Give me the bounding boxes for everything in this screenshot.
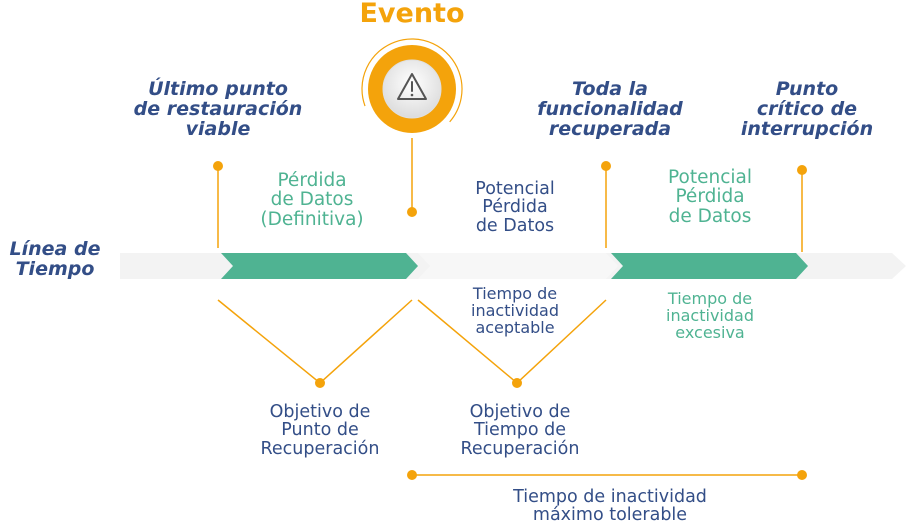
rto-dot [512,378,522,388]
timeline-segment-light-1 [418,253,618,279]
mtd-dot-start [407,470,417,480]
marker-label-critical-point: Punto crítico de interrupción [740,78,874,140]
rpo-label: Objetivo de Punto de Recuperación [260,402,380,459]
rpo-dot [315,378,325,388]
marker-dot-critical [797,165,807,175]
downtime-excessive-label: Tiempo de inactividad excesiva [666,289,754,342]
marker-dot-event [407,207,417,217]
segment-label-potential-loss-1: Potencial Pérdida de Datos [475,179,555,236]
event-title: Evento [359,0,465,29]
marker-dot-last-restore [213,161,223,171]
downtime-acceptable-label: Tiempo de inactividad aceptable [471,284,559,337]
timeline-label: Línea de Tiempo [9,238,101,280]
segment-label-potential-loss-2: Potencial Pérdida de Datos [668,167,752,227]
marker-label-last-restore: Último punto de restauración viable [133,78,303,140]
mtd-label: Tiempo de inactividad máximo tolerable [513,487,707,526]
segment-label-data-loss: Pérdida de Datos (Definitiva) [260,170,364,230]
timeline-segment-data-loss [221,253,418,279]
marker-label-full-recovery: Toda la funcionalidad recuperada [537,78,683,140]
warning-icon [397,73,427,100]
timeline-segment-potential-loss [611,253,808,279]
mtd-dot-end [797,470,807,480]
marker-dot-recovery [601,161,611,171]
event-badge-halo [361,38,463,140]
rto-label: Objetivo de Tiempo de Recuperación [460,402,580,459]
rpo-bracket [217,299,413,384]
